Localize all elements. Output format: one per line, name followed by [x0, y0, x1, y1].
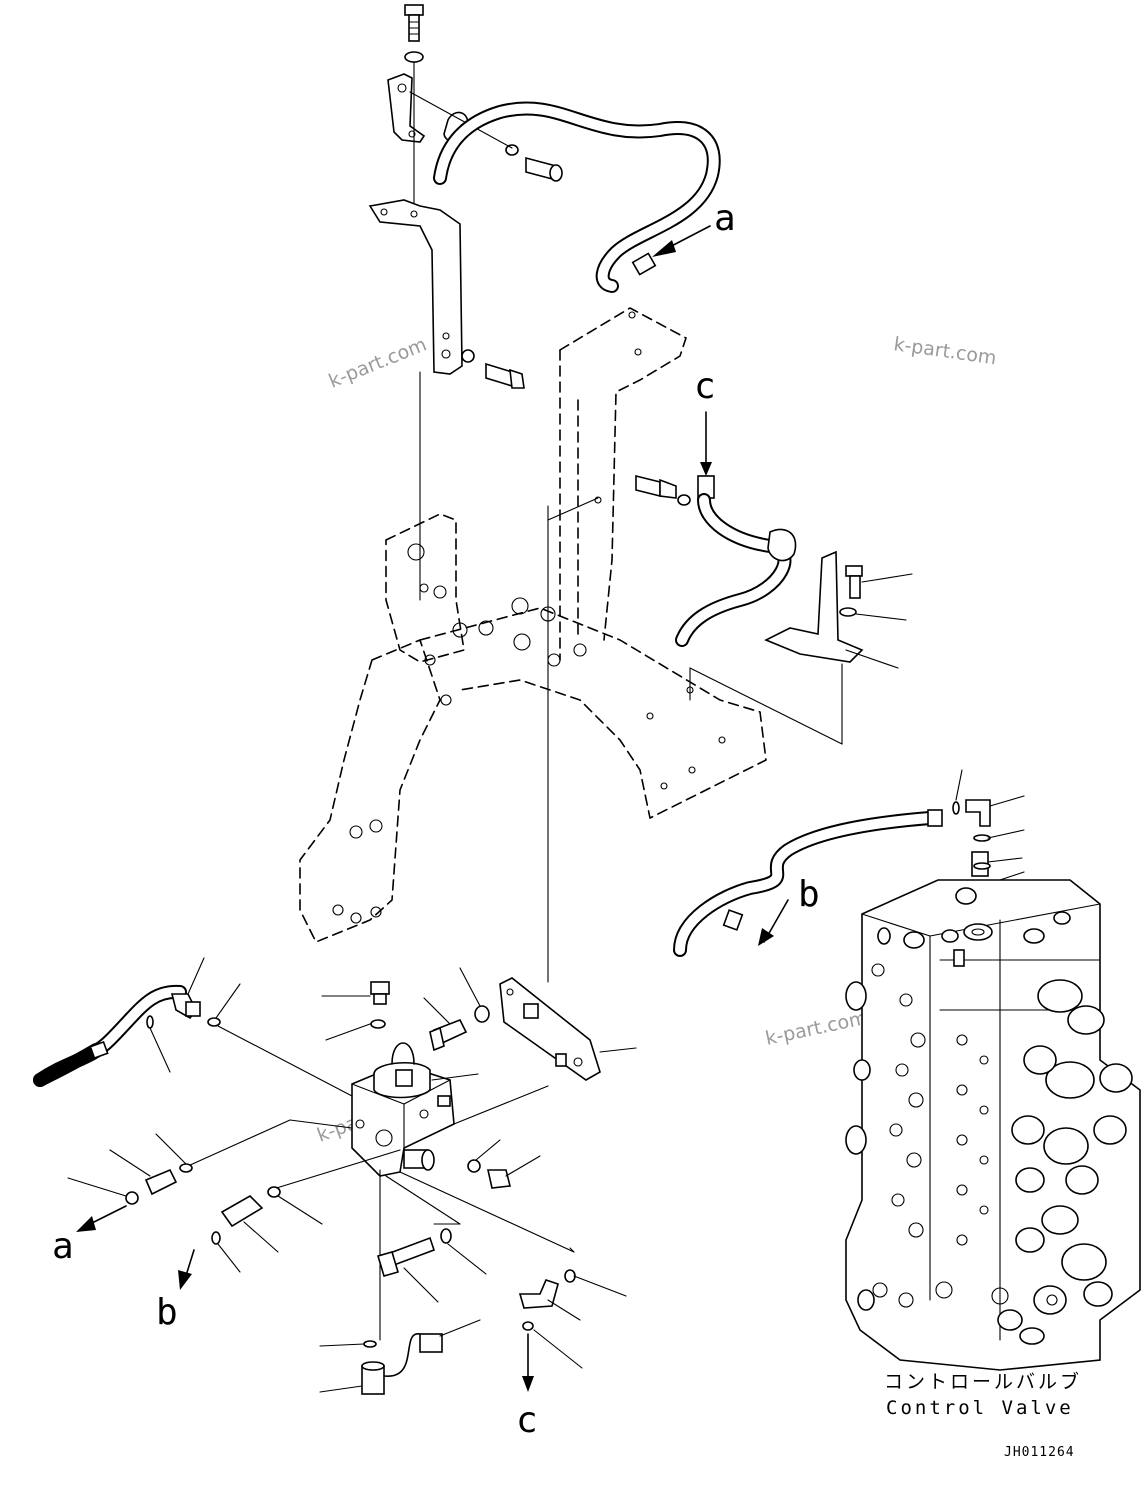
top-clamp-assembly	[387, 4, 563, 206]
plug-icon	[487, 1169, 511, 1189]
hose-c-top: c	[635, 366, 913, 745]
hose-fitting-icon	[722, 909, 744, 931]
o-ring-icon	[207, 1017, 221, 1027]
connector-icon	[419, 1333, 443, 1353]
washer-icon	[461, 349, 475, 363]
hose-bottom-left	[33, 957, 353, 1097]
callout-letter-a: a	[714, 198, 736, 239]
washer-icon	[677, 494, 691, 506]
clamp-bracket	[387, 73, 426, 143]
callout-letter-a: a	[52, 1226, 74, 1267]
hose-a-top: a	[433, 101, 736, 293]
callout-letter-b: b	[156, 1292, 178, 1333]
main-frame	[299, 307, 767, 943]
washer-icon	[440, 1228, 452, 1244]
caption-japanese: コントロールバルブ	[884, 1370, 1082, 1393]
plug-icon	[370, 981, 390, 995]
callout-letter-c: c	[694, 366, 716, 407]
o-ring-icon	[179, 1163, 193, 1173]
o-ring-icon	[370, 1019, 386, 1029]
watermark: k-part.com	[763, 1007, 869, 1050]
callout-letter-c: c	[516, 1400, 538, 1441]
caption-english: Control Valve	[886, 1397, 1074, 1419]
o-ring-icon	[211, 1231, 221, 1245]
drawing-code: JH011264	[1004, 1445, 1075, 1460]
o-ring-icon	[467, 1159, 481, 1173]
o-ring-icon	[952, 801, 960, 815]
fittings-left: a b	[52, 1133, 323, 1333]
bolt-icon	[485, 362, 513, 388]
hose-fitting-icon	[927, 809, 943, 827]
mounting-plate	[499, 497, 637, 1081]
control-valve: コントロールバルブ Control Valve	[845, 879, 1141, 1419]
washer-icon	[404, 51, 424, 63]
bolt-head-icon	[845, 565, 863, 577]
watermark: k-part.com	[892, 333, 998, 369]
washer-icon	[839, 607, 857, 617]
o-ring-icon	[363, 1340, 377, 1348]
elbow-fitting-icon	[965, 799, 991, 827]
watermark: k-part.com	[326, 333, 430, 392]
elbow-fitting-icon	[518, 1279, 559, 1309]
solenoid-valve-block	[187, 967, 575, 1395]
mounting-bracket	[764, 550, 864, 663]
washer-icon	[505, 144, 519, 156]
fittings-bottom: c	[377, 1223, 627, 1441]
callout-letter-b: b	[798, 874, 820, 915]
bolt-icon	[635, 474, 661, 498]
support-bracket	[368, 199, 463, 375]
straight-fitting-icon	[144, 1168, 178, 1196]
straight-fitting-icon	[220, 1195, 264, 1228]
o-ring-icon	[146, 1015, 154, 1029]
hose-clamp	[767, 528, 797, 562]
o-ring-icon	[522, 1321, 534, 1331]
bolt-head-icon	[404, 4, 424, 16]
washer-icon	[474, 1005, 490, 1023]
o-ring-icon	[125, 1191, 139, 1205]
hose-fitting-icon	[89, 1040, 109, 1060]
o-ring-icon	[267, 1186, 281, 1198]
hose-fitting-icon	[631, 252, 657, 276]
l-bracket	[368, 199, 525, 601]
